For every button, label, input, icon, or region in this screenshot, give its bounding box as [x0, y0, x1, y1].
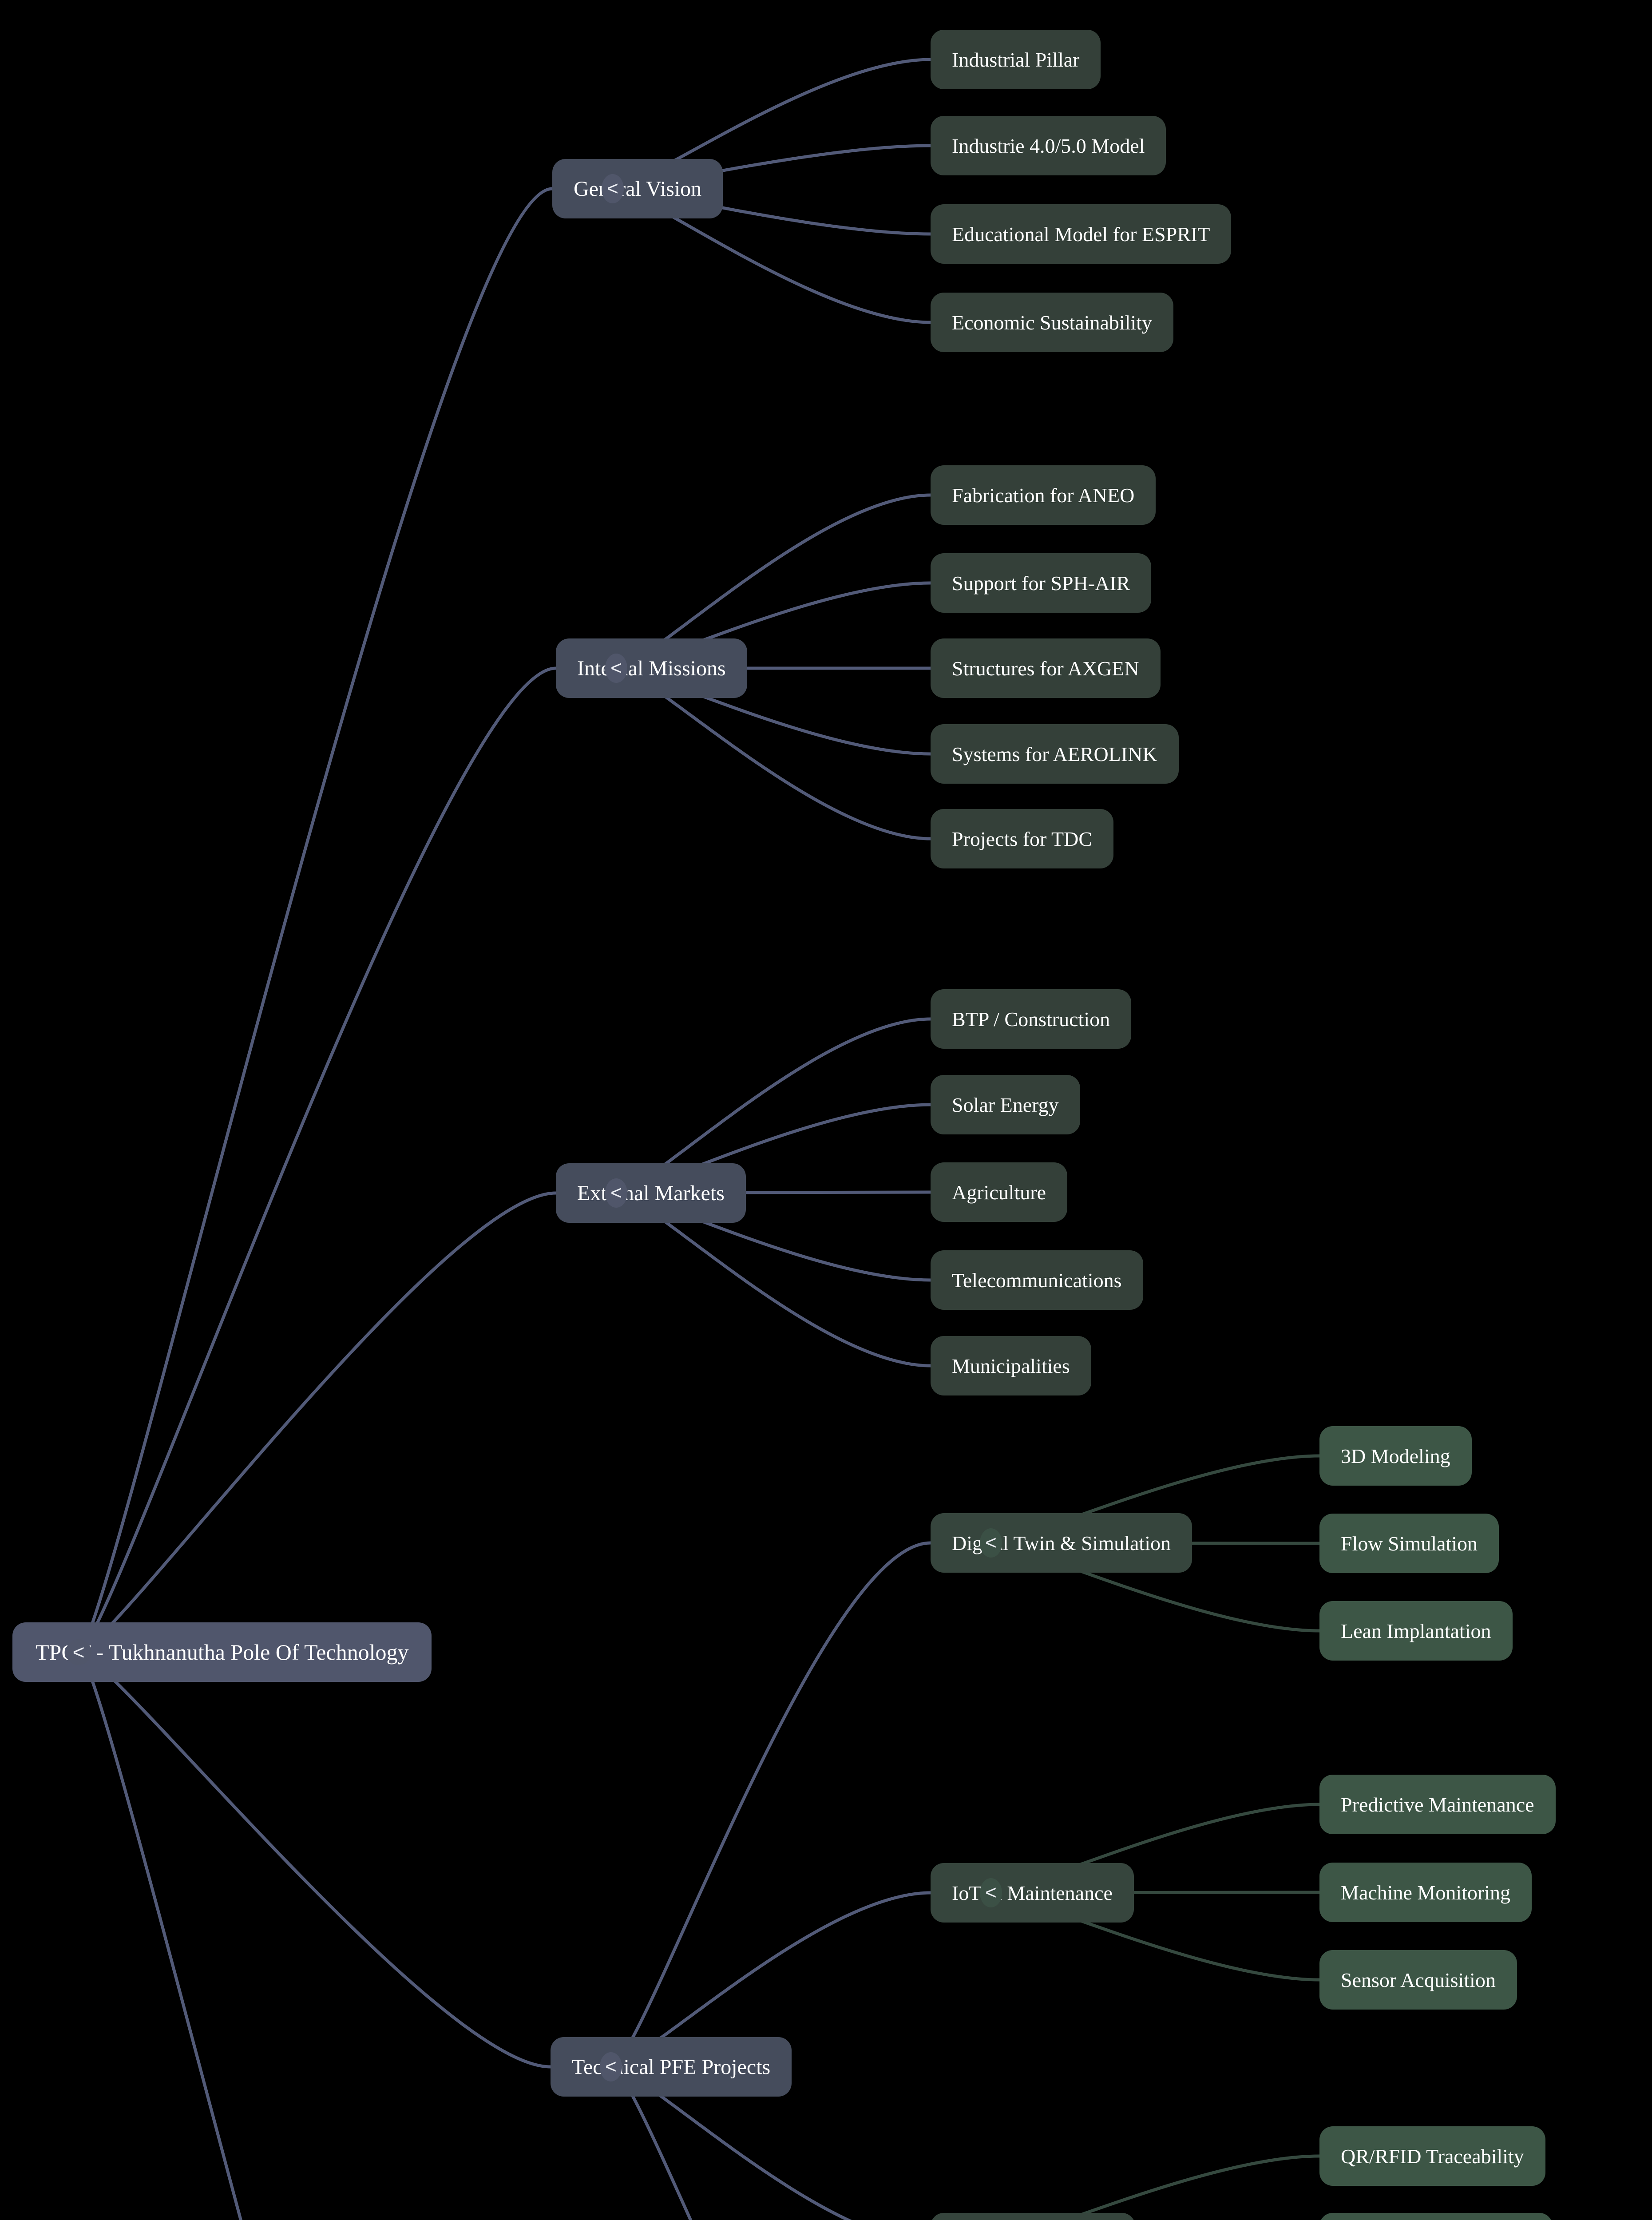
node-lean-implantation[interactable]: Lean Implantation	[1319, 1601, 1513, 1661]
node-3d-modeling[interactable]: 3D Modeling	[1319, 1426, 1472, 1486]
node-industrie-4-0-5-0-model[interactable]: Industrie 4.0/5.0 Model	[931, 116, 1166, 175]
node-sensor-acquisition[interactable]: Sensor Acquisition	[1319, 1950, 1517, 2010]
node-iot-maintenance[interactable]: IoT & Maintenance	[931, 1863, 1134, 1923]
chevron-left-icon: <	[985, 1532, 997, 1554]
node-educational-model-for-esprit[interactable]: Educational Model for ESPRIT	[931, 204, 1232, 264]
connector-line	[77, 666, 558, 1654]
node-solar-energy[interactable]: Solar Energy	[931, 1075, 1080, 1134]
connector-line	[77, 1650, 552, 2069]
node-flow-simulation[interactable]: Flow Simulation	[1319, 1514, 1499, 1573]
connector-line	[77, 1650, 242, 2220]
connector-line	[77, 187, 554, 1654]
node-economic-sustainability[interactable]: Economic Sustainability	[931, 293, 1173, 352]
node-agriculture[interactable]: Agriculture	[931, 1162, 1068, 1222]
node-btp-construction[interactable]: BTP / Construction	[931, 989, 1132, 1049]
chevron-left-icon: <	[610, 1182, 622, 1204]
node-internal-missions[interactable]: Internal Missions	[556, 638, 747, 698]
connector-line	[609, 2065, 693, 2220]
node-external-markets[interactable]: External Markets	[556, 1163, 746, 1223]
node-logistics-quality[interactable]: Logistics & Quality	[931, 2213, 1136, 2220]
node-machine-monitoring[interactable]: Machine Monitoring	[1319, 1863, 1532, 1922]
expander-toggle[interactable]: <	[66, 1639, 91, 1665]
expander-toggle[interactable]: <	[600, 2052, 622, 2081]
node-support-for-sph-air[interactable]: Support for SPH-AIR	[931, 553, 1152, 613]
node-projects-for-tdc[interactable]: Projects for TDC	[931, 809, 1114, 868]
expander-toggle[interactable]: <	[605, 654, 627, 683]
node-general-vision[interactable]: General Vision	[552, 159, 723, 218]
node-predictive-maintenance[interactable]: Predictive Maintenance	[1319, 1775, 1556, 1834]
node-digital-twin-simulation[interactable]: Digital Twin & Simulation	[931, 1513, 1192, 1573]
expander-toggle[interactable]: <	[602, 174, 624, 203]
chevron-left-icon: <	[610, 657, 622, 679]
node-structures-for-axgen[interactable]: Structures for AXGEN	[931, 638, 1161, 698]
node-industrial-pillar[interactable]: Industrial Pillar	[931, 30, 1101, 89]
chevron-left-icon: <	[985, 1882, 997, 1903]
node-telecommunications[interactable]: Telecommunications	[931, 1250, 1143, 1310]
expander-toggle[interactable]: <	[605, 1178, 627, 1208]
chevron-left-icon: <	[605, 2056, 617, 2077]
node-fabrication-for-aneo[interactable]: Fabrication for ANEO	[931, 465, 1156, 525]
expander-toggle[interactable]: <	[980, 1528, 1002, 1558]
connector-line	[609, 1541, 932, 2069]
expander-toggle[interactable]: <	[980, 1878, 1002, 1907]
chevron-left-icon: <	[72, 1641, 85, 1664]
connector-line	[1061, 2154, 1321, 2220]
node-digital-quality-control[interactable]: Digital Quality Control	[1319, 2213, 1553, 2220]
node-qr-rfid-traceability[interactable]: QR/RFID Traceability	[1319, 2126, 1545, 2186]
chevron-left-icon: <	[607, 178, 618, 199]
node-municipalities[interactable]: Municipalities	[931, 1336, 1091, 1395]
node-systems-for-aerolink[interactable]: Systems for AEROLINK	[931, 724, 1179, 784]
node-technical-pfe-projects[interactable]: Technical PFE Projects	[551, 2037, 792, 2097]
